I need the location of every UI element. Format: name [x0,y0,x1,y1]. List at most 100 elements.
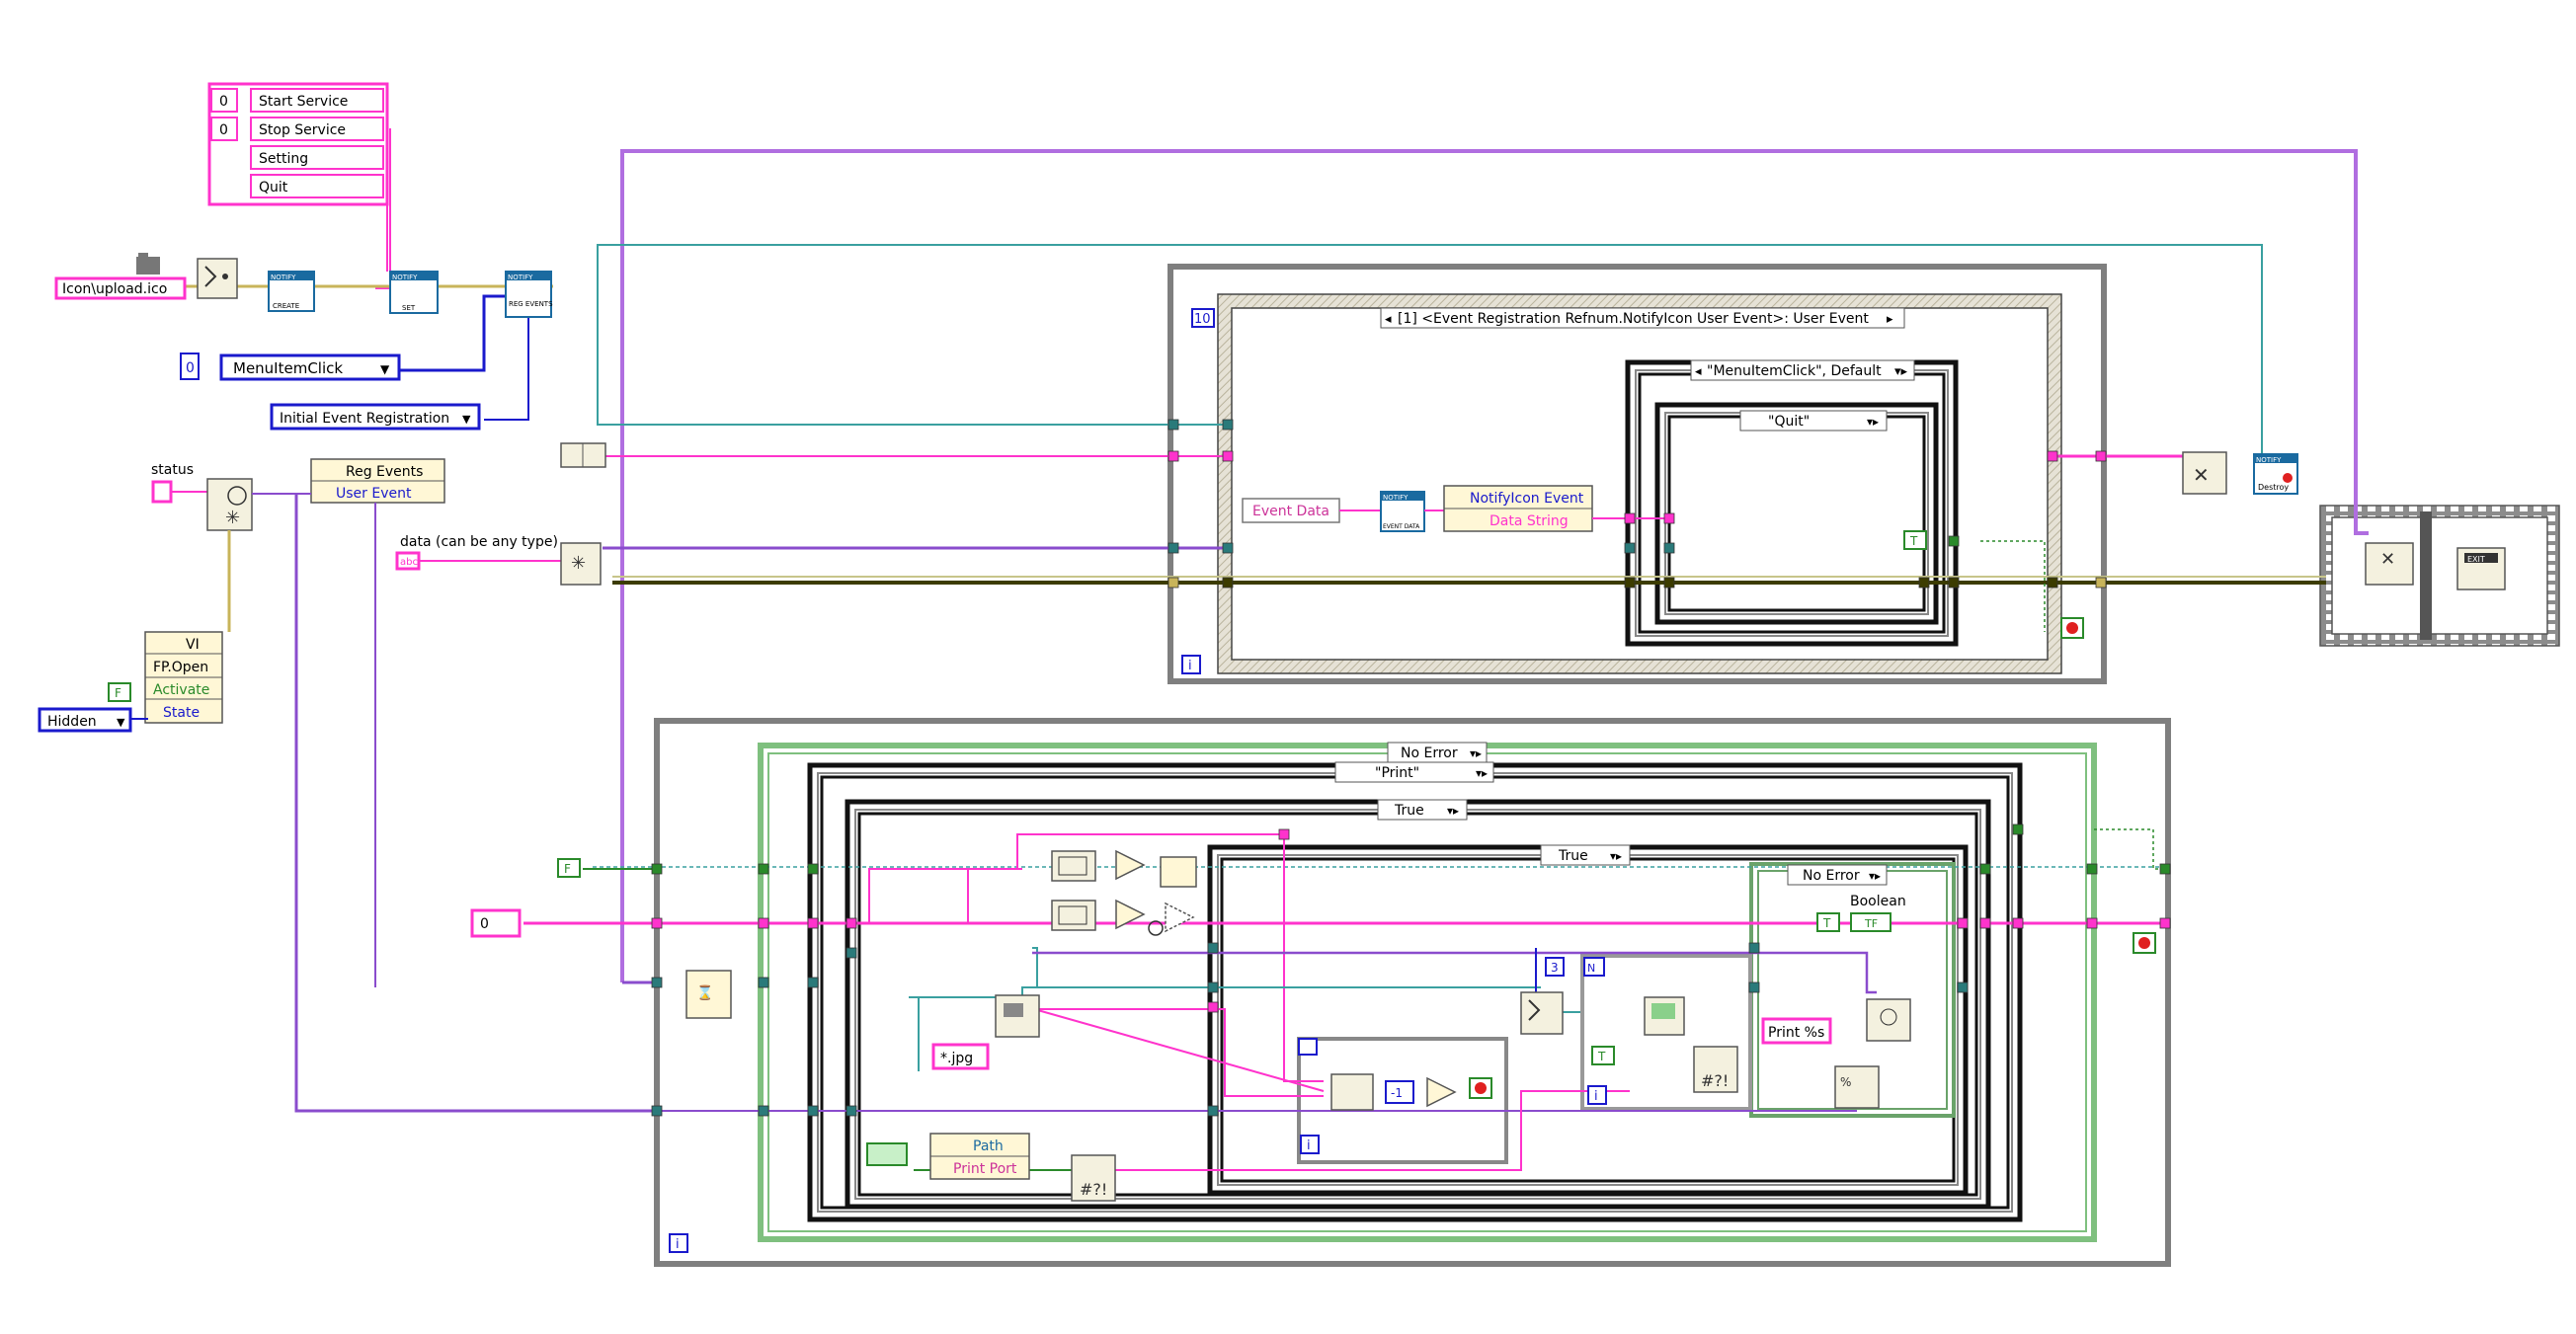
numeric-const-small-loop[interactable] [1298,1038,1318,1056]
list-folder-node[interactable] [995,994,1040,1038]
tunnel [1167,577,1179,589]
notify-reg-h-text: NOTIFY [508,274,533,281]
false-constant-activate[interactable]: F [108,682,131,702]
menu-item-row[interactable]: Quit [250,174,384,198]
event-structure[interactable] [1218,294,2061,673]
tunnel [651,917,663,929]
icon-path-constant[interactable]: Icon\upload.ico [54,276,187,300]
tunnel [1624,512,1636,524]
true-constant-top[interactable]: T [1903,530,1927,550]
data-label: data (can be any type) [400,534,558,550]
array-index-node-1[interactable] [1051,850,1096,882]
boolean-green-constant[interactable] [866,1142,908,1166]
compare-node-2[interactable] [1115,899,1146,930]
select-node[interactable] [1160,856,1197,888]
svg-text:#?!: #?! [1701,1071,1729,1090]
format-into-string-node[interactable]: % [1834,1065,1880,1109]
case-quit-selector[interactable]: "Quit" ▾▸ [1739,410,1888,432]
numeric-zero-constant[interactable]: 0 [470,908,522,938]
quit-case-text: "Quit" [1768,414,1810,430]
case-quit[interactable] [1654,402,1939,625]
boolean-indicator[interactable]: TF [1850,912,1892,932]
tunnel [1207,1105,1219,1117]
svg-text:▼: ▼ [462,413,471,426]
user-event-generate-node[interactable] [1866,998,1911,1042]
menu-item-label: Start Service [259,94,348,110]
menu-event-constant[interactable]: 0 MenuItemClick ▼ [180,353,401,381]
svg-text:◂: ◂ [1385,312,1392,327]
tunnel [807,917,819,929]
reg-events-node[interactable]: Reg Events User Event [310,458,445,504]
wait-node[interactable]: ⌛ [685,970,732,1019]
close-refnum-node[interactable]: ✕ [2365,542,2414,586]
false-text: F [115,686,121,700]
notify-reg-events-node[interactable]: NOTIFY REG EVENTS [505,271,553,318]
user-event-create-node[interactable]: ✳ [206,478,253,531]
initial-event-registration-constant[interactable]: Initial Event Registration ▼ [270,403,481,431]
hidden-enum-constant[interactable]: Hidden ▼ [38,707,132,733]
data-terminal[interactable]: abc [395,551,421,571]
menu-item-row[interactable]: Setting [250,145,384,170]
build-path-node-2[interactable] [1520,991,1564,1035]
flat-sequence[interactable] [2320,506,2559,646]
format-string-node-2[interactable]: #?! [1693,1046,1738,1093]
compare-node-1[interactable] [1115,849,1146,881]
case-menu-selector[interactable]: ◂ "MenuItemClick", Default ▾▸ [1690,359,1915,381]
tunnel [2047,450,2058,462]
three-constant[interactable]: 3 [1545,957,1565,977]
notify-create-node[interactable]: NOTIFY CREATE [268,271,315,312]
tunnel [758,1105,769,1117]
loop-count-constant[interactable]: 10 [1191,308,1215,328]
unbundle-notify-event[interactable]: NotifyIcon Event Data String [1443,485,1593,532]
case-true-inner-selector[interactable]: True ▾▸ [1540,844,1631,866]
folder-icon [136,253,160,275]
stop-button-bottom[interactable] [2133,932,2156,954]
while-loop-top[interactable] [1167,264,2107,684]
notify-reg-text: REG EVENTS [509,300,553,308]
tunnel [1167,419,1179,431]
to-variant-node[interactable]: ✳ [560,542,602,586]
vi-property-node[interactable]: VI FP.Open Activate State [144,631,223,724]
case-no-error-outer-selector[interactable]: No Error ▾▸ [1387,742,1488,763]
bundle-node[interactable] [560,442,606,468]
svg-text:N: N [1587,962,1595,975]
notify-set-node[interactable]: NOTIFY SET [389,271,439,314]
menu-item-label: Quit [259,180,288,196]
case-print-selector[interactable]: "Print" ▾▸ [1334,761,1494,783]
case-no-error-inner-selector[interactable]: No Error ▾▸ [1787,864,1888,886]
svg-text:✕: ✕ [2380,549,2395,570]
stop-button-top[interactable] [2060,617,2084,639]
array-index-node-2[interactable] [1051,900,1096,931]
format-string-node-1[interactable]: #?! [1071,1154,1116,1202]
iteration-terminal-top: i [1181,655,1201,674]
print-vi-node[interactable] [1644,996,1685,1036]
status-terminal[interactable] [151,480,173,504]
search-array-node[interactable] [1330,1073,1374,1111]
notify-event-data-node[interactable]: NOTIFY EVENT DATA [1380,491,1425,532]
minus-one-constant[interactable]: -1 [1385,1080,1414,1104]
true-constant-bottom[interactable]: T [1591,1046,1615,1065]
false-constant-bottom[interactable]: F [557,858,581,878]
while-loop-bottom[interactable] [654,718,2171,1267]
stop-button-small[interactable] [1469,1077,1492,1099]
event-data-text: Event Data [1252,504,1329,519]
event-selector[interactable]: ◂ [1] <Event Registration Refnum.NotifyI… [1380,307,1905,329]
event-data-node[interactable]: Event Data [1242,498,1340,523]
svg-text:i: i [1307,1138,1311,1153]
unbundle-path-print-port[interactable]: Path Print Port [929,1133,1030,1180]
for-loop-n-terminal: N [1583,957,1605,977]
notify-destroy-node[interactable]: NOTIFY Destroy [2253,453,2298,495]
tunnel [1918,577,1930,589]
build-path-node[interactable] [197,258,238,299]
unregister-events-node[interactable]: ✕ [2182,451,2227,495]
exit-node[interactable]: EXIT [2456,547,2506,590]
case-true-selector[interactable]: True ▾▸ [1377,799,1468,821]
print-format-constant[interactable]: Print %s [1761,1017,1832,1045]
or-node[interactable] [1165,902,1195,933]
true-constant-inner[interactable]: T [1816,912,1840,932]
equal-node[interactable] [1426,1076,1457,1108]
jpg-filter-constant[interactable]: *.jpg [931,1043,990,1070]
notify-create-h-text: NOTIFY [271,274,296,281]
